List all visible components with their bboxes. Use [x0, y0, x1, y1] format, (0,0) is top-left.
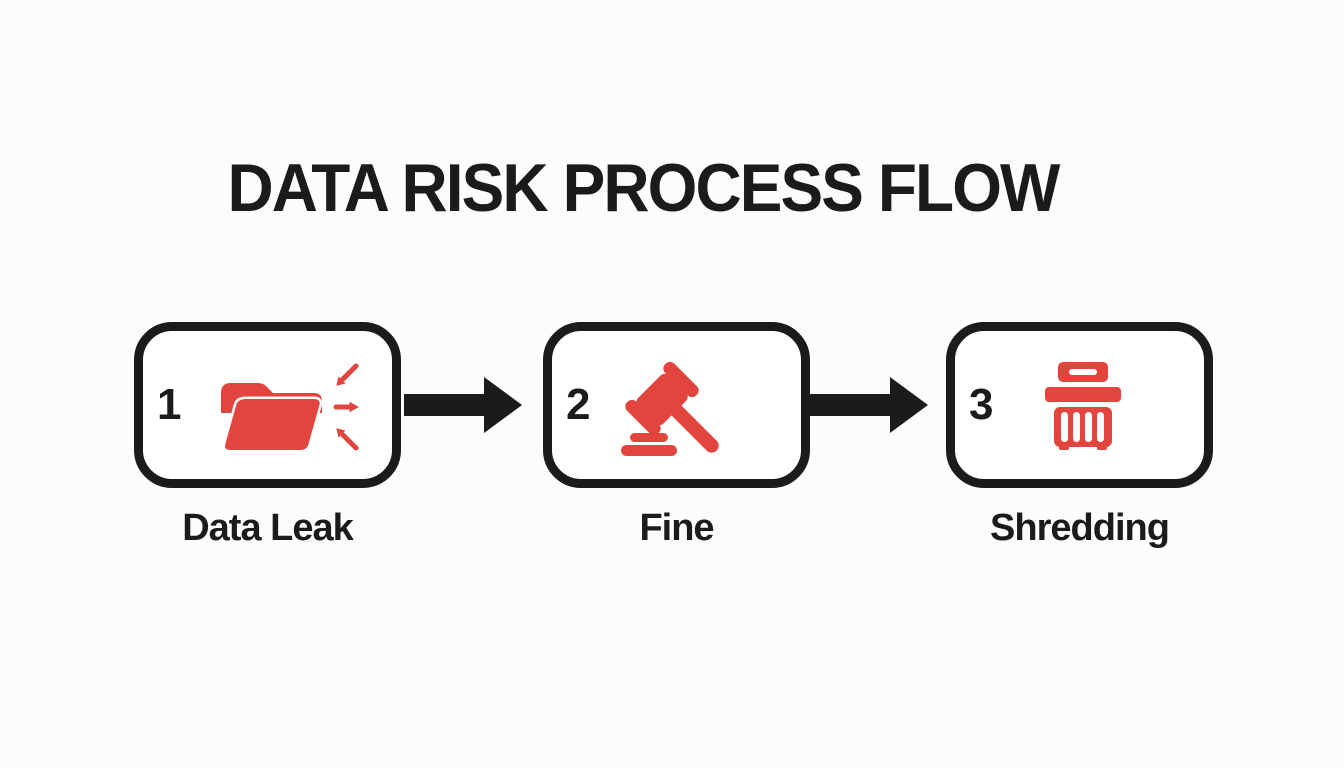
folder-data-leak-svg [221, 363, 359, 453]
gavel-cap-top [663, 361, 699, 398]
gavel-handle [669, 403, 719, 453]
trash-bin-svg [1045, 362, 1121, 450]
step-label-shredding: Shredding [990, 507, 1170, 549]
trash-bin-icon [1041, 360, 1125, 454]
gavel-head [636, 373, 688, 426]
step-label-data-leak: Data Leak [182, 507, 354, 549]
folder-front [222, 396, 323, 453]
leak-arrows [333, 363, 359, 451]
trash-lid-band [1045, 387, 1121, 402]
gavel-base-bottom [621, 445, 677, 456]
gavel-svg [621, 361, 719, 456]
step-number-1: 1 [157, 380, 182, 429]
gavel-cap-bottom [625, 399, 661, 436]
diagram-title: DATA RISK PROCESS FLOW [227, 150, 1060, 226]
step-number-3: 3 [969, 380, 994, 429]
step-box-data-leak: 1 [134, 322, 401, 488]
arrow-right-svg [810, 377, 928, 433]
step-label-fine: Fine [639, 507, 714, 549]
step-box-shredding: 3 [946, 322, 1213, 488]
arrow-right-icon [810, 375, 928, 435]
trash-lid-slot [1069, 369, 1097, 375]
step-number-2: 2 [566, 380, 591, 429]
arrow-right-icon [404, 375, 522, 435]
folder-data-leak-icon [215, 359, 361, 455]
gavel-base-top [630, 433, 668, 442]
step-box-fine: 2 [543, 322, 810, 488]
arrow-right-svg [404, 377, 522, 433]
gavel-icon [616, 357, 731, 457]
